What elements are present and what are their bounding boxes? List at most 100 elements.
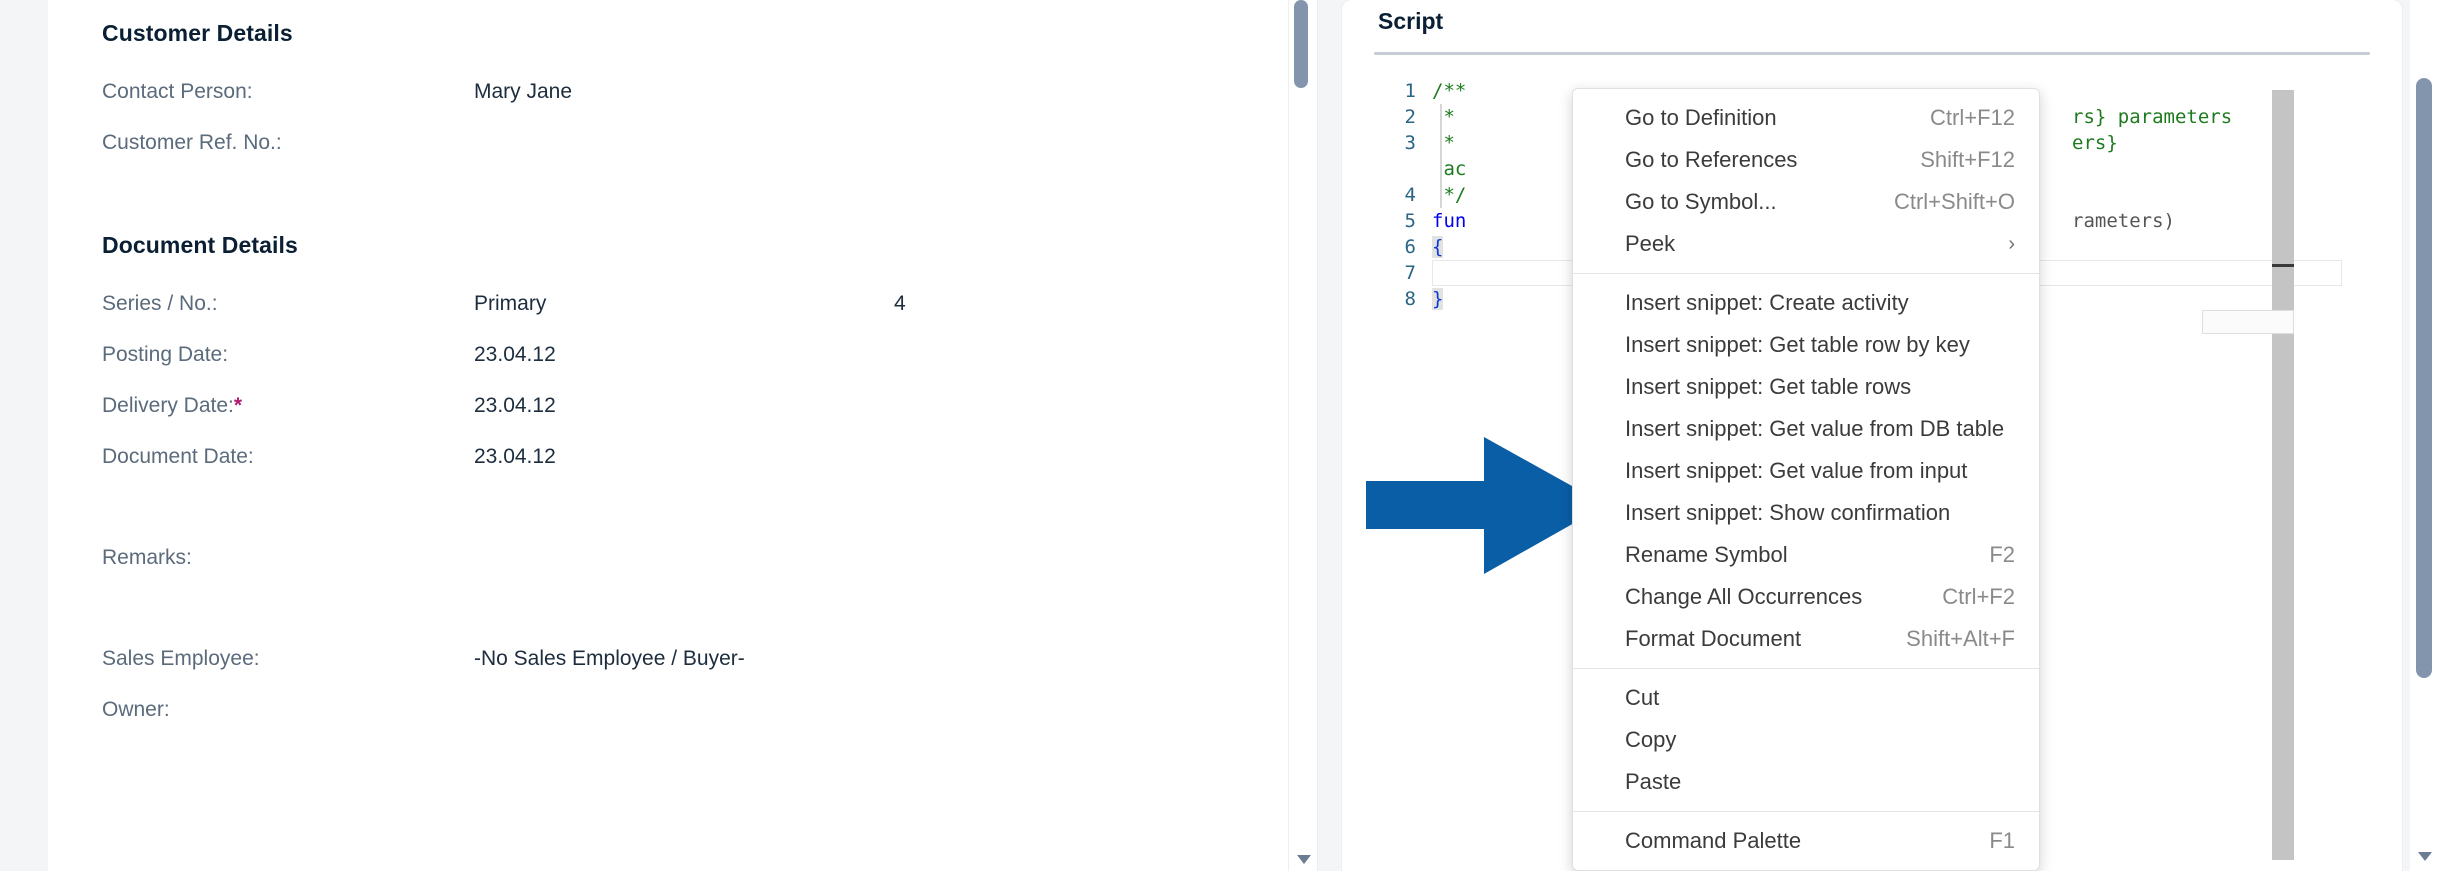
context-menu-item-label: Go to Symbol...: [1625, 189, 1777, 214]
menu-separator: [1573, 668, 2039, 669]
line-number: 2: [1404, 106, 1416, 128]
field-value[interactable]: Primary: [474, 292, 547, 315]
form-field-row: Document Date: 23.04.12: [102, 443, 1288, 494]
code-text: *: [1432, 104, 2342, 130]
context-menu-item[interactable]: Format Document Shift+Alt+F: [1573, 618, 2039, 660]
code-line: 6{: [1382, 234, 2342, 260]
context-menu-item[interactable]: Go to Symbol... Ctrl+Shift+O: [1573, 181, 2039, 223]
editor-overlay-box: [2202, 310, 2294, 334]
keyboard-shortcut: Ctrl+Shift+O: [1893, 189, 2015, 214]
indent-guide: [1440, 156, 1442, 182]
context-menu-item-label: Insert snippet: Get value from input: [1625, 458, 1968, 483]
context-menu-item-label: Insert snippet: Get table rows: [1625, 374, 1912, 399]
field-value[interactable]: -No Sales Employee / Buyer-: [474, 647, 745, 670]
context-menu-item-label: Insert snippet: Create activity: [1625, 290, 1909, 315]
script-header: Script: [1342, 0, 2402, 58]
context-menu-item[interactable]: Cut: [1573, 677, 2039, 719]
field-value[interactable]: 23.04.12: [474, 445, 556, 468]
form-field-row: Delivery Date:*23.04.12: [102, 392, 1288, 443]
code-text: *: [1432, 130, 2342, 156]
line-number: 7: [1404, 262, 1416, 284]
context-menu-item[interactable]: Insert snippet: Get table row by key: [1573, 324, 2039, 366]
context-menu-item[interactable]: Copy: [1573, 719, 2039, 761]
field-value[interactable]: 23.04.12: [474, 394, 556, 417]
context-menu-item[interactable]: Peek ›: [1573, 223, 2039, 265]
code-fragment: rs} parameters: [2072, 106, 2233, 128]
code-line: 4 */: [1382, 182, 2342, 208]
spacer: [102, 260, 1288, 290]
section-title: Document Details: [102, 232, 298, 258]
spacer: [102, 48, 1288, 78]
context-menu-item[interactable]: Insert snippet: Get value from DB table: [1573, 408, 2039, 450]
code-token: fun: [1432, 210, 1467, 232]
context-menu-item[interactable]: Insert snippet: Get table rows: [1573, 366, 2039, 408]
context-menu-item-label: Rename Symbol: [1625, 542, 1788, 567]
chevron-down-icon[interactable]: [2418, 852, 2432, 861]
context-menu-item[interactable]: Paste: [1573, 761, 2039, 803]
code-token: }: [1432, 288, 1444, 310]
indent-guide: [1440, 104, 1442, 130]
code-fragment: ers}: [2072, 132, 2118, 154]
section-title: Customer Details: [102, 20, 293, 46]
field-value-secondary[interactable]: 4: [894, 292, 906, 315]
field-label: Contact Person:: [102, 80, 253, 103]
spacer: [102, 180, 1288, 230]
form-field-row: Sales Employee: -No Sales Employee / Buye…: [102, 645, 1288, 696]
spacer: [102, 595, 1288, 645]
page-scrollbar-thumb[interactable]: [2416, 78, 2432, 678]
spacer: [102, 494, 1288, 544]
code-token: *: [1432, 132, 1455, 154]
page-scrollbar[interactable]: [2410, 0, 2440, 871]
chevron-down-icon[interactable]: [1297, 855, 1311, 864]
form-scrollbar[interactable]: [1288, 0, 1318, 871]
editor-minimap-scrollbar[interactable]: [2272, 90, 2294, 860]
code-line: 5 fun: [1382, 208, 2342, 234]
code-line: 2 *: [1382, 104, 2342, 130]
context-menu-item[interactable]: Rename Symbol F2: [1573, 534, 2039, 576]
line-number: 1: [1404, 80, 1416, 102]
code-line: 3 *: [1382, 130, 2342, 156]
keyboard-shortcut: Shift+Alt+F: [1906, 626, 2015, 651]
form-field-row: Posting Date:23.04.12: [102, 341, 1288, 392]
line-number: 5: [1404, 210, 1416, 232]
context-menu-item-label: Peek: [1625, 231, 1676, 256]
keyboard-shortcut: Ctrl+F2: [1942, 584, 2015, 609]
form-scrollbar-thumb[interactable]: [1294, 0, 1308, 88]
field-label: Document Date:: [102, 445, 254, 468]
page-title: Script: [1378, 8, 1444, 34]
field-label: Sales Employee:: [102, 647, 260, 670]
code-text: */: [1432, 182, 2342, 208]
menu-separator: [1573, 273, 2039, 274]
context-menu-item[interactable]: Insert snippet: Show confirmation: [1573, 492, 2039, 534]
menu-separator: [1573, 811, 2039, 812]
form-field-row: Series / No.: Primary 4: [102, 290, 1288, 341]
context-menu-item-label: Insert snippet: Show confirmation: [1625, 500, 1951, 525]
code-token: /**: [1432, 80, 1467, 102]
code-line: ac: [1382, 156, 2342, 182]
field-label: Series / No.:: [102, 292, 218, 315]
field-value[interactable]: Mary Jane: [474, 80, 573, 103]
form-field-row: Remarks:: [102, 544, 1288, 595]
code-text: fun: [1432, 208, 2342, 234]
code-line: 1 /**: [1382, 78, 2342, 104]
context-menu-item-label: Copy: [1625, 727, 1677, 752]
indent-guide: [1440, 182, 1442, 208]
keyboard-shortcut: F2: [1989, 542, 2015, 567]
keyboard-shortcut: F1: [1989, 828, 2015, 853]
context-menu-item[interactable]: Insert snippet: Create activity: [1573, 282, 2039, 324]
chevron-right-icon: ›: [2008, 232, 2015, 255]
field-value[interactable]: 23.04.12: [474, 343, 556, 366]
code-fragment: rameters): [2072, 210, 2175, 232]
context-menu-item[interactable]: Insert snippet: Get value from input: [1573, 450, 2039, 492]
context-menu-item-label: Insert snippet: Get value from DB table: [1625, 416, 2005, 441]
code-text: ac: [1432, 156, 2342, 182]
field-label: Customer Ref. No.:: [102, 131, 282, 154]
context-menu-item-label: Format Document: [1625, 626, 1802, 651]
